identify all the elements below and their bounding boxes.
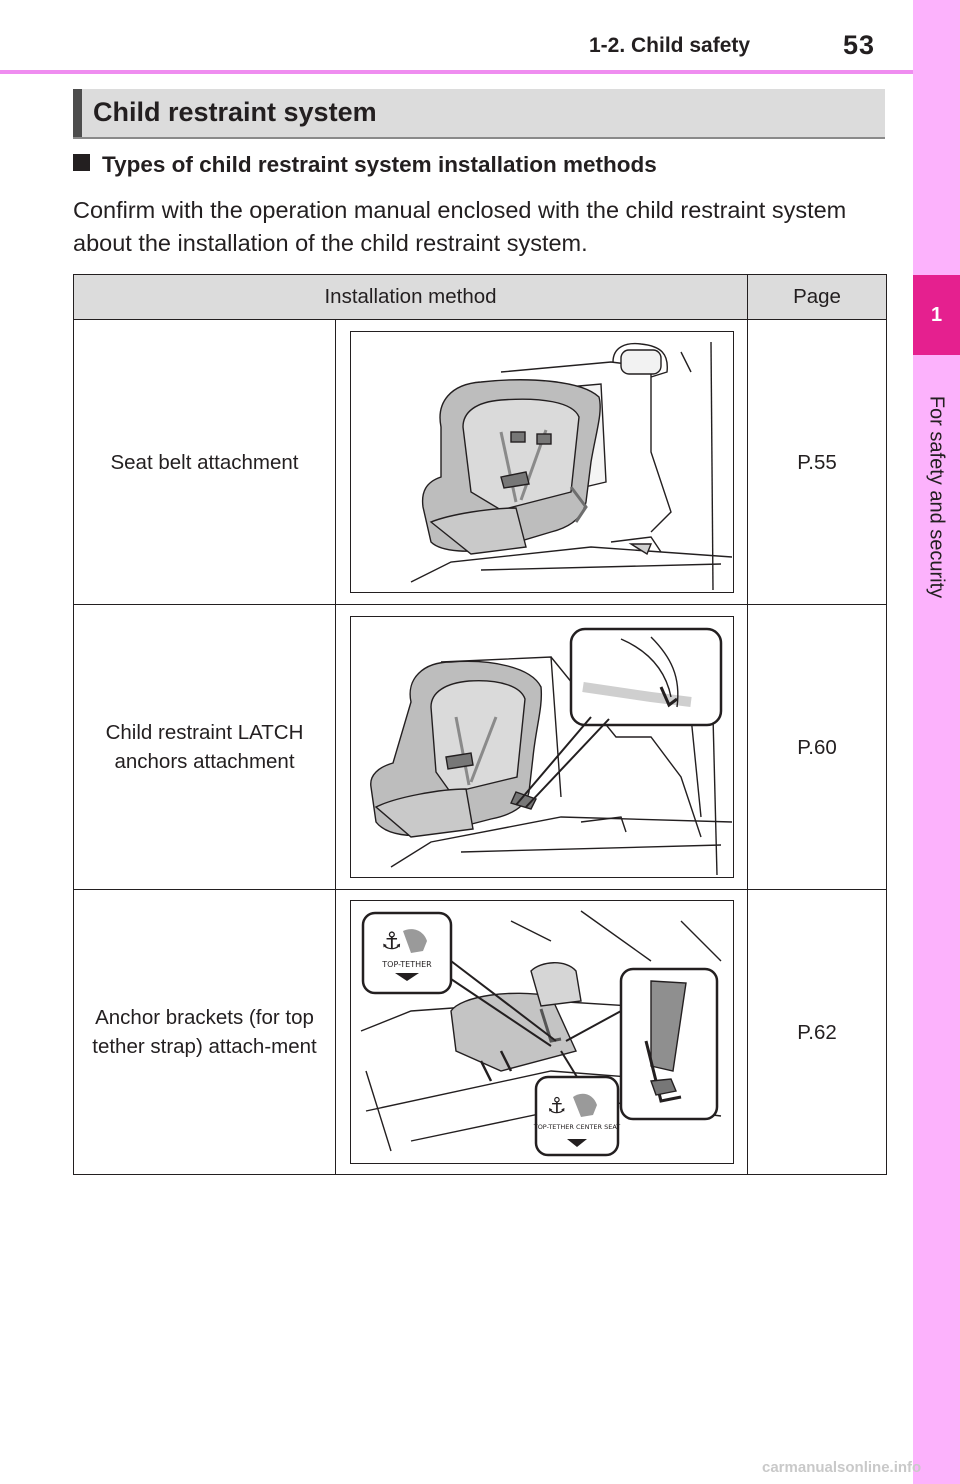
page-cell[interactable]: P.62: [747, 889, 888, 1175]
installation-methods-table: Installation method Page Seat belt attac…: [72, 274, 888, 1175]
heading-accent-bar: [73, 89, 82, 137]
page-number: 53: [843, 30, 876, 60]
svg-text:⚓: ⚓: [381, 927, 403, 955]
illustration-cell: [334, 604, 749, 890]
square-bullet-icon: [73, 154, 90, 171]
top-tether-label: TOP-TETHER: [381, 960, 432, 969]
svg-text:⚓: ⚓: [547, 1094, 567, 1119]
watermark: carmanualsonline.info: [762, 1459, 922, 1476]
table-row: Child restraint LATCH anchors attachment: [73, 604, 888, 890]
method-cell: Anchor brackets (for top tether strap) a…: [73, 889, 336, 1175]
section-heading: Child restraint system: [73, 89, 885, 139]
subheading: Types of child restraint system installa…: [73, 152, 657, 178]
latch-anchors-illustration: [349, 616, 734, 878]
header-rule: [0, 70, 913, 74]
method-cell: Seat belt attachment: [73, 319, 336, 605]
seat-belt-illustration: [349, 331, 734, 593]
column-header-page: Page: [747, 274, 888, 320]
chapter-number-tab[interactable]: 1: [913, 275, 960, 355]
illustration-cell: ⚓ TOP-TETHER ⚓ TOP-TETHER CENTER S: [334, 889, 749, 1175]
chapter-side-tab: [913, 0, 960, 1484]
table-row: Anchor brackets (for top tether strap) a…: [73, 889, 888, 1175]
table-row: Seat belt attachment: [73, 319, 888, 605]
page-cell[interactable]: P.55: [747, 319, 888, 605]
anchor-brackets-illustration: ⚓ TOP-TETHER ⚓ TOP-TETHER CENTER S: [349, 900, 734, 1164]
illustration-cell: [334, 319, 749, 605]
subheading-text: Types of child restraint system installa…: [102, 152, 657, 177]
section-title: 1-2. Child safety: [589, 34, 751, 57]
top-tether-center-label: TOP-TETHER CENTER SEAT: [532, 1123, 620, 1131]
page-cell[interactable]: P.60: [747, 604, 888, 890]
method-cell: Child restraint LATCH anchors attachment: [73, 604, 336, 890]
section-heading-text: Child restraint system: [93, 97, 377, 127]
table-header-row: Installation method Page: [72, 274, 888, 320]
column-header-method: Installation method: [72, 274, 749, 320]
intro-paragraph: Confirm with the operation manual enclos…: [73, 197, 847, 256]
chapter-title: For safety and security: [925, 395, 948, 599]
